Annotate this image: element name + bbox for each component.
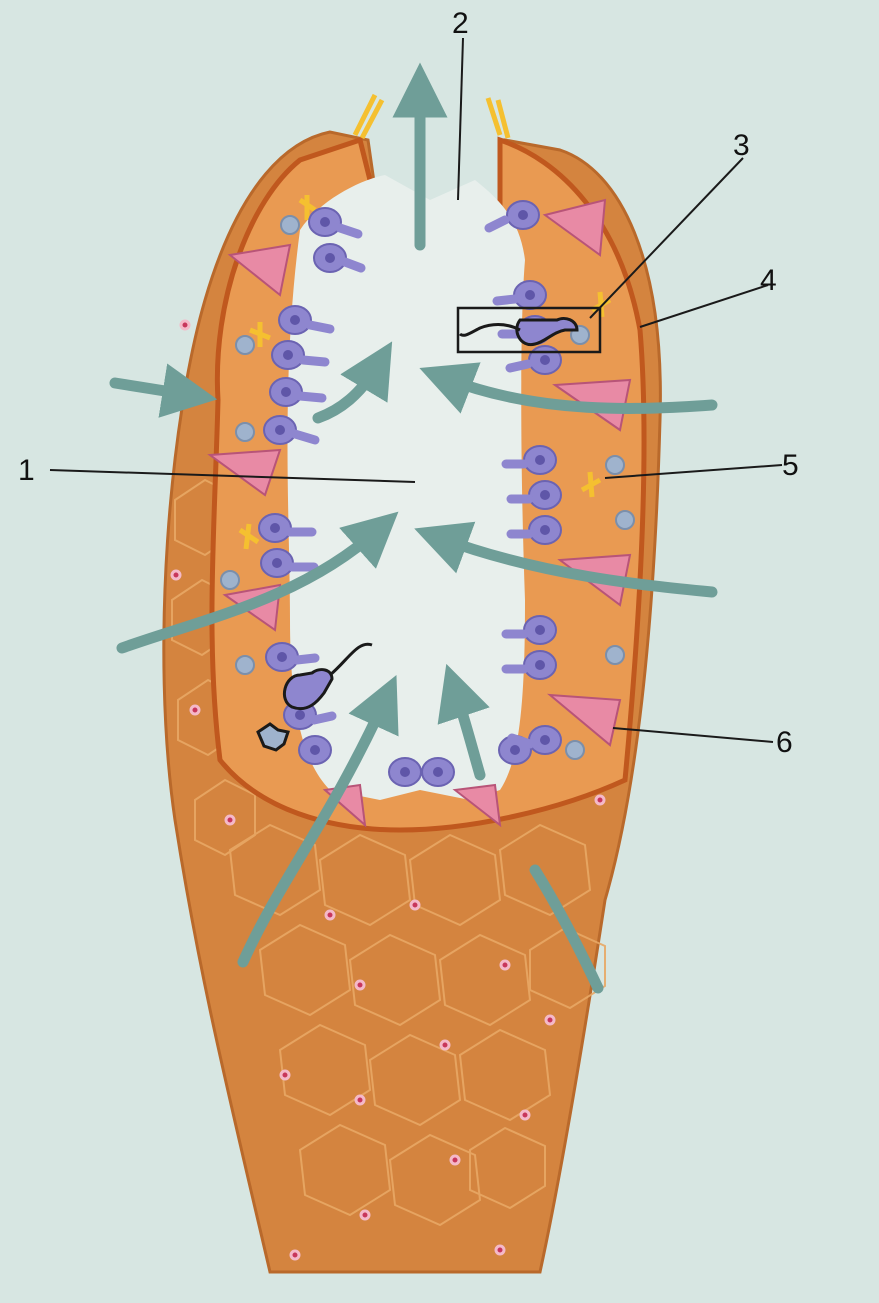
label-2: 2 [452, 7, 469, 40]
leader-line-2 [458, 38, 463, 200]
leader-line-4 [640, 285, 768, 327]
label-3: 3 [733, 129, 750, 162]
label-1: 1 [18, 454, 35, 487]
label-6: 6 [776, 726, 793, 759]
label-4: 4 [760, 264, 777, 297]
label-5: 5 [782, 449, 799, 482]
